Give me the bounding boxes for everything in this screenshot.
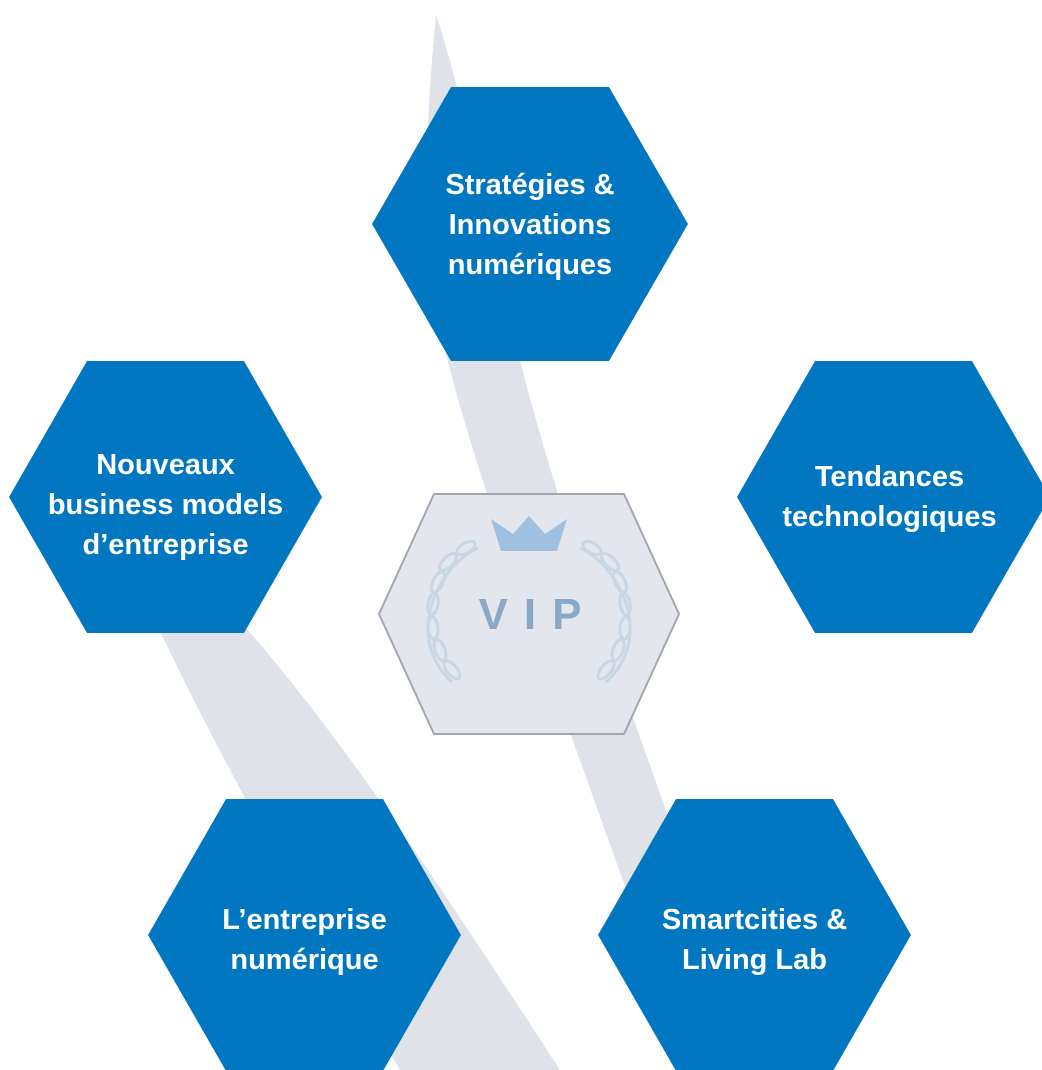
label-strategies: Stratégies & Innovations numériques — [445, 169, 615, 281]
label-entreprise: L’entreprise numérique — [222, 904, 387, 976]
label-nouveaux: Nouveaux business models d’entreprise — [47, 449, 284, 561]
hexagon-smartcities — [598, 799, 911, 1070]
center-vip-label: VIP — [478, 590, 598, 639]
hexagon-nouveaux — [9, 361, 322, 633]
label-tendances: Tendances technologiques — [782, 461, 997, 533]
hexagon-entreprise — [148, 799, 461, 1070]
hexagon-tendances — [737, 361, 1042, 633]
laurel-wreath-icon — [426, 539, 632, 684]
hexagon-strategies — [372, 87, 688, 361]
label-smartcities: Smartcities & Living Lab — [661, 904, 848, 976]
crown-icon — [491, 516, 567, 551]
